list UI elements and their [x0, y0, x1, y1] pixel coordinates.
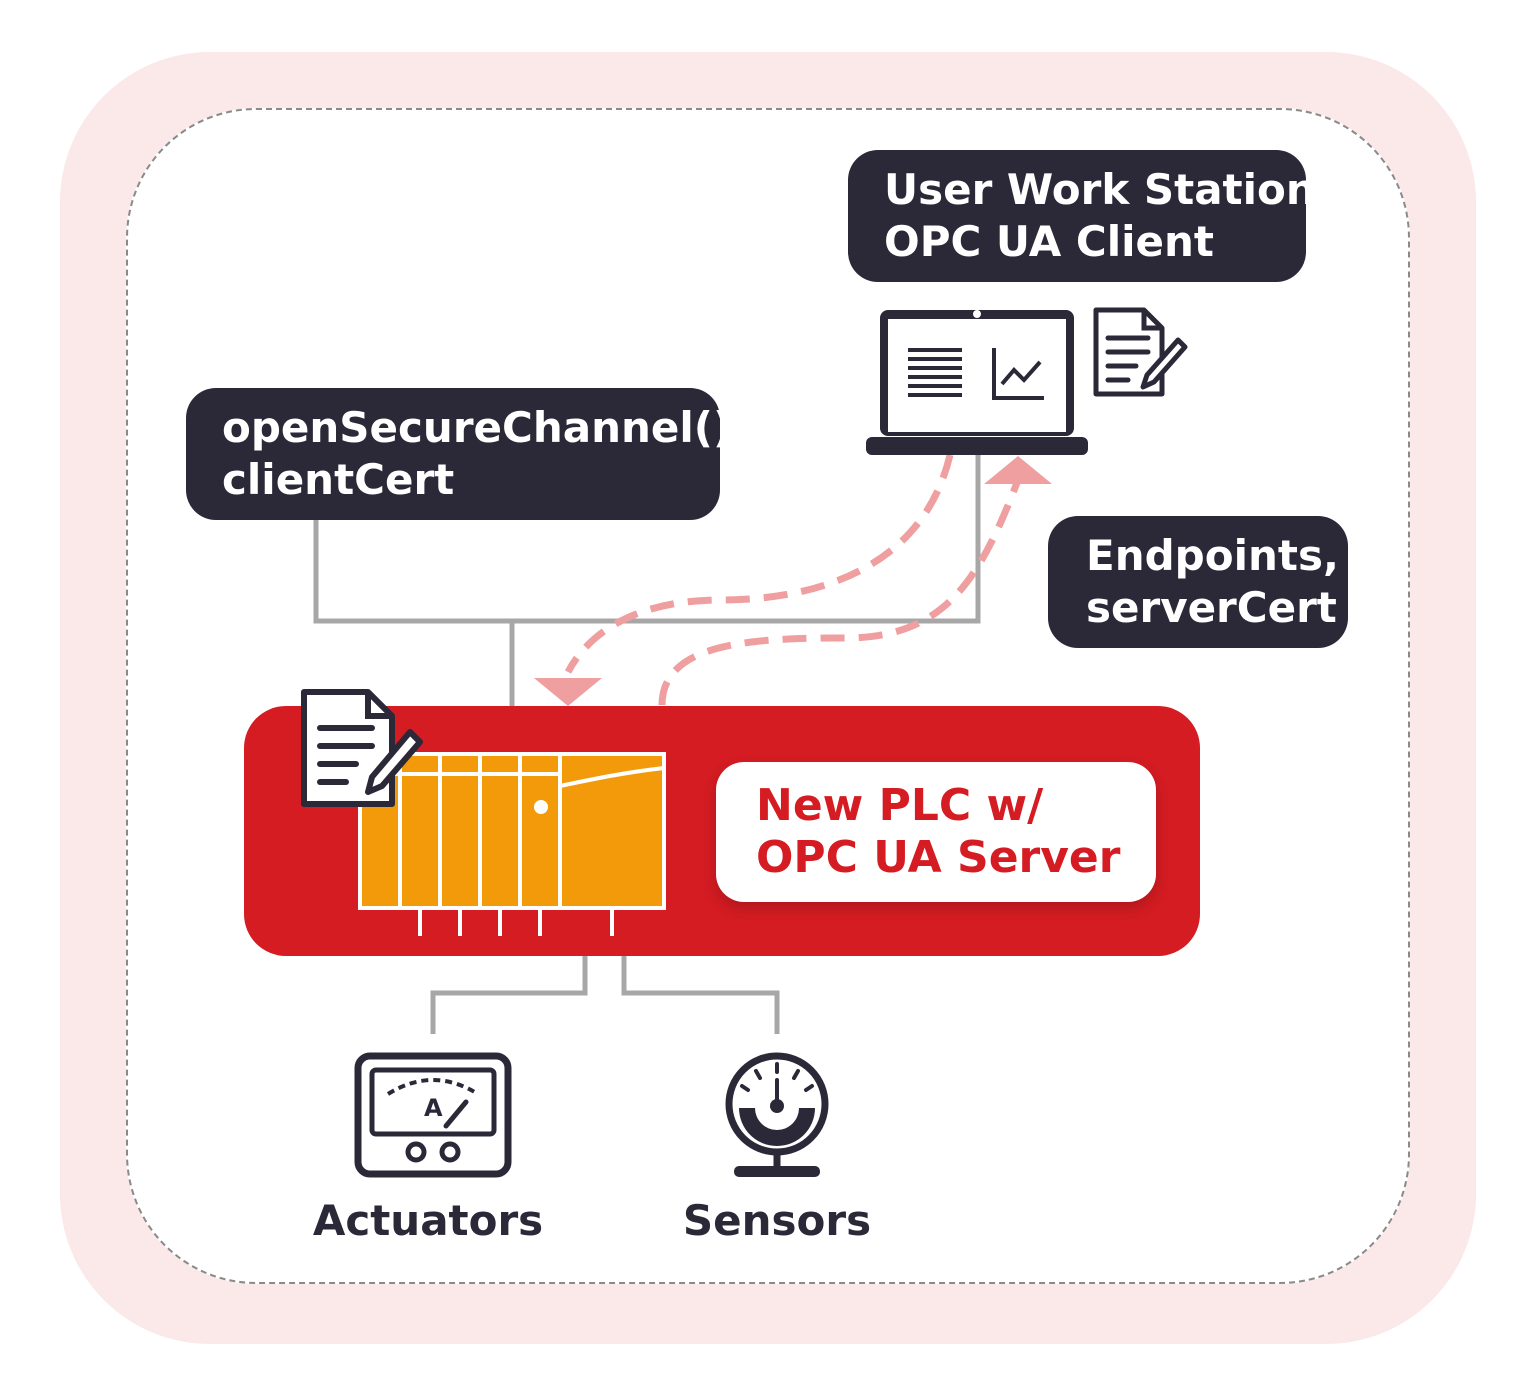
laptop-icon	[866, 310, 1088, 455]
plc-label-line2: OPC UA Server	[756, 832, 1121, 883]
request-flow	[564, 454, 954, 674]
request-label: openSecureChannel() clientCert	[186, 388, 733, 520]
client-label-line1: User Work Station	[884, 165, 1316, 214]
plc-label: New PLC w/ OPC UA Server	[716, 762, 1156, 902]
actuator-wire	[430, 956, 588, 1034]
document-pen-icon	[1093, 307, 1188, 397]
plc-module-icon	[358, 752, 666, 936]
request-label-line2: clientCert	[222, 455, 455, 504]
response-label-line1: Endpoints,	[1086, 531, 1339, 580]
response-flow	[658, 478, 1022, 706]
plc-label-line1: New PLC w/	[756, 780, 1044, 831]
request-arrowhead	[534, 678, 602, 706]
actuators-caption: Actuators	[312, 1196, 544, 1245]
plc-certificate-icon	[301, 689, 423, 807]
ammeter-icon: A	[354, 1052, 512, 1178]
sensors-caption: Sensors	[682, 1196, 872, 1245]
response-label: Endpoints, serverCert	[1048, 516, 1348, 648]
request-connector	[313, 455, 981, 624]
sensor-wire	[621, 956, 780, 1034]
gauge-sensor-icon	[725, 1052, 829, 1177]
response-arrowhead	[984, 456, 1052, 484]
client-label: User Work Station OPC UA Client	[848, 150, 1316, 282]
response-label-line2: serverCert	[1086, 583, 1337, 632]
meter-letter: A	[424, 1094, 443, 1122]
request-label-line1: openSecureChannel()	[222, 403, 733, 452]
client-label-line2: OPC UA Client	[884, 217, 1214, 266]
